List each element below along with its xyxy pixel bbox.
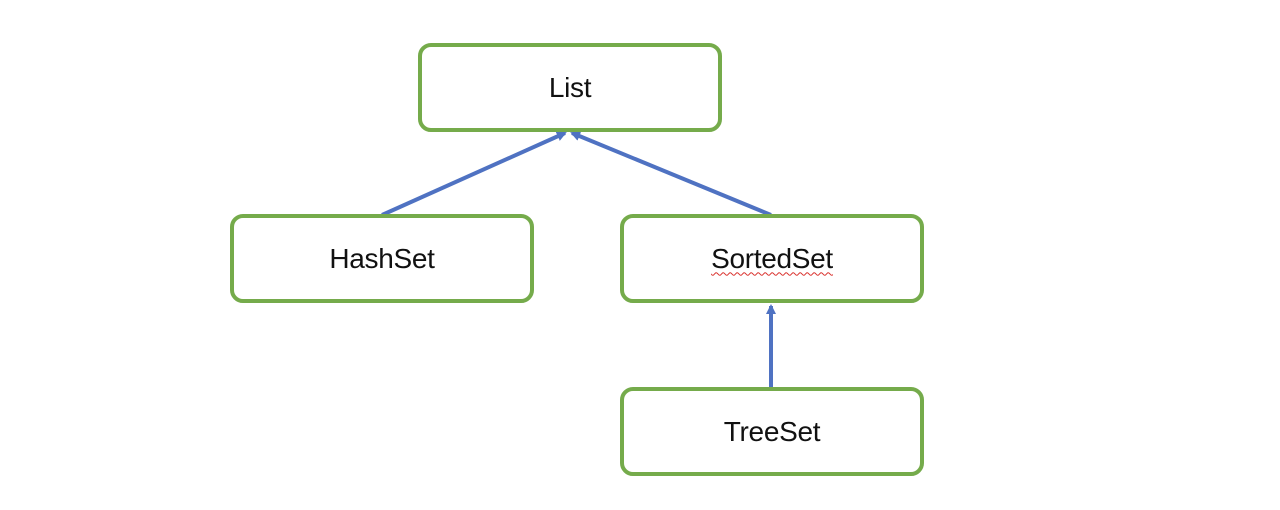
- node-treeset: TreeSet: [620, 387, 924, 476]
- node-hashset: HashSet: [230, 214, 534, 303]
- arrow-sortedset-to-list: [570, 131, 772, 217]
- node-sortedset: SortedSet: [620, 214, 924, 303]
- node-list: List: [418, 43, 722, 132]
- node-sortedset-label: SortedSet: [711, 242, 833, 274]
- node-list-label: List: [548, 71, 592, 103]
- node-treeset-label: TreeSet: [723, 415, 821, 447]
- arrow-hashset-to-list: [381, 131, 567, 217]
- node-hashset-label: HashSet: [329, 242, 435, 274]
